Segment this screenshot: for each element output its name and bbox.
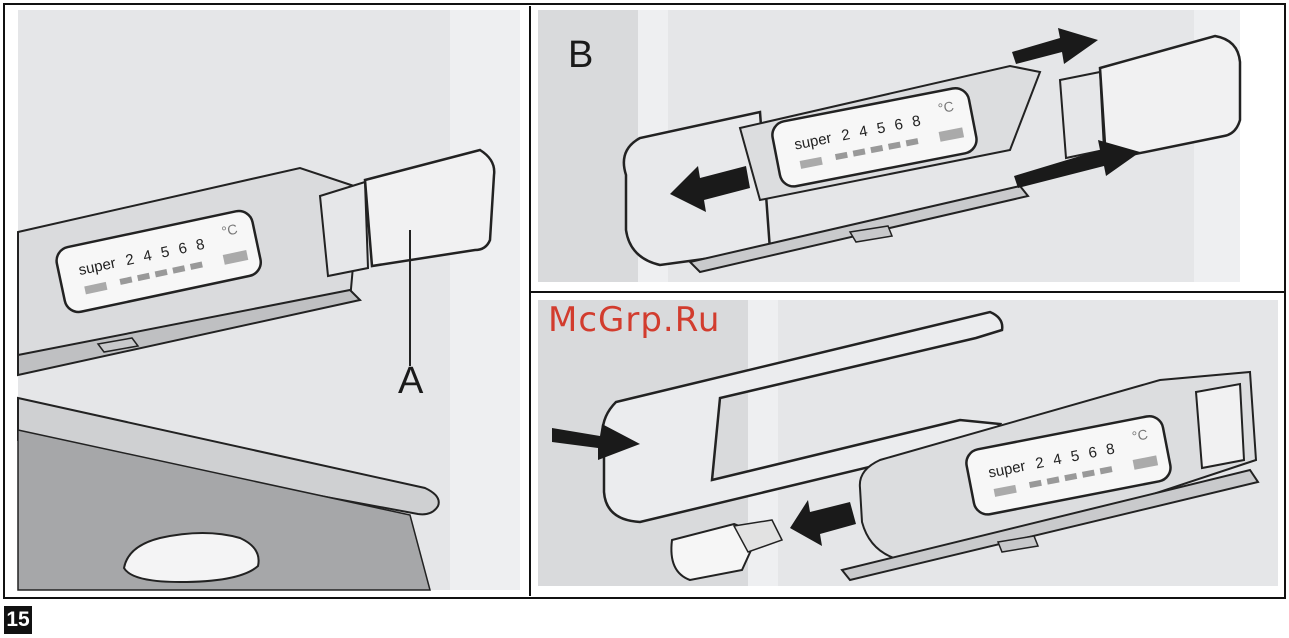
panel-left: [18, 10, 520, 590]
panel-label-b: B: [568, 34, 593, 77]
panel-bulb-replacement: [538, 300, 1278, 586]
panel-b: [538, 10, 1240, 282]
callout-label-a: A: [398, 360, 423, 403]
figure-number-badge: 15: [4, 606, 32, 634]
watermark-text: McGrp.Ru: [548, 300, 720, 340]
